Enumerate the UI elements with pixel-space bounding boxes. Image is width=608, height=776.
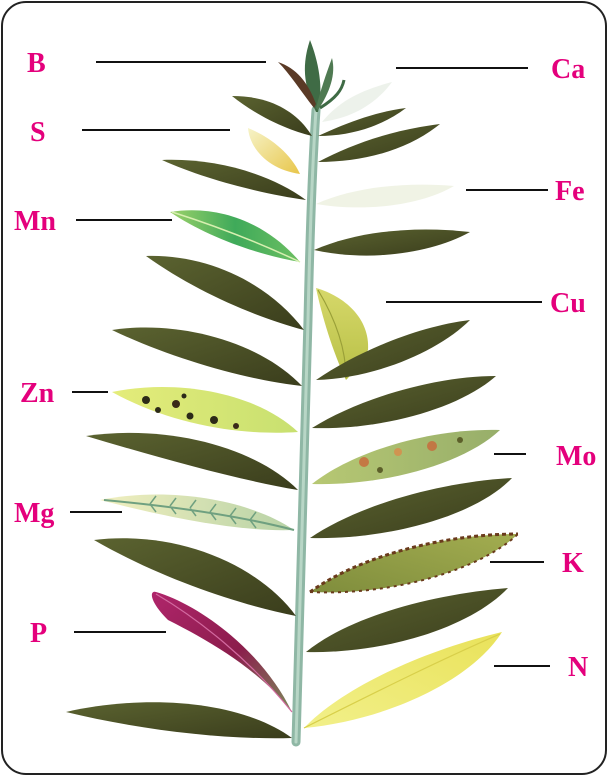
label-zn: Zn — [20, 380, 54, 408]
label-s: S — [30, 119, 46, 147]
label-b: B — [27, 50, 46, 78]
label-mn: Mn — [14, 208, 56, 236]
label-cu: Cu — [550, 290, 586, 318]
label-p: P — [30, 620, 47, 648]
label-ca: Ca — [551, 56, 585, 84]
label-n: N — [568, 654, 588, 682]
label-k: K — [562, 550, 584, 578]
label-mg: Mg — [14, 500, 54, 528]
label-fe: Fe — [555, 178, 585, 206]
label-mo: Mo — [556, 443, 596, 471]
